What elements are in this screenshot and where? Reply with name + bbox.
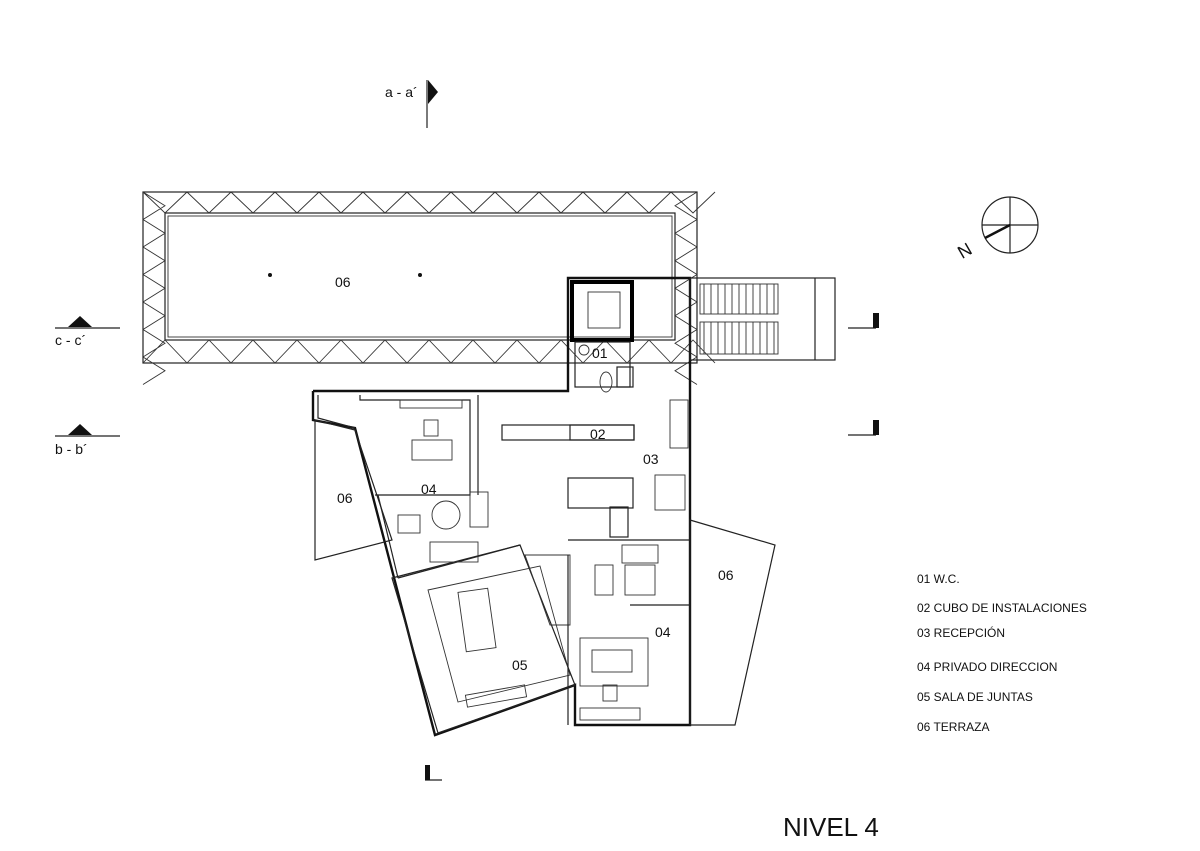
section-marker-aa: a - a´ bbox=[385, 80, 438, 128]
plan-title: NIVEL 4 bbox=[783, 812, 879, 842]
room-label-sala-juntas: 05 bbox=[512, 657, 528, 673]
legend-item: 01 W.C. bbox=[917, 572, 960, 586]
stair-right bbox=[689, 277, 836, 361]
legend-item: 04 PRIVADO DIRECCION bbox=[917, 660, 1057, 674]
section-marker-bb: b - b´ bbox=[55, 424, 120, 457]
north-arrow: N bbox=[954, 196, 1039, 263]
legend-item: 02 CUBO DE INSTALACIONES bbox=[917, 601, 1087, 615]
terrace-top bbox=[142, 191, 716, 385]
legend-item: 03 RECEPCIÓN bbox=[917, 625, 1005, 640]
building-walls bbox=[311, 276, 836, 737]
room-label-cubo: 02 bbox=[590, 426, 606, 442]
room-label-terrace-top: 06 bbox=[335, 274, 351, 290]
north-label: N bbox=[954, 239, 975, 263]
room-label-wc: 01 bbox=[592, 345, 608, 361]
room-label-terrace-right: 06 bbox=[718, 567, 734, 583]
room-label-terrace-left: 06 bbox=[337, 490, 353, 506]
section-label-bb: b - b´ bbox=[55, 441, 88, 457]
legend-item: 05 SALA DE JUNTAS bbox=[917, 690, 1033, 704]
room-label-recepcion: 03 bbox=[643, 451, 659, 467]
room-label-privado-right: 04 bbox=[655, 624, 671, 640]
legend: 01 W.C. 02 CUBO DE INSTALACIONES 03 RECE… bbox=[917, 572, 1087, 734]
section-marker-cc: c - c´ bbox=[55, 316, 120, 348]
section-marker-right bbox=[425, 313, 879, 781]
section-label-aa: a - a´ bbox=[385, 84, 418, 100]
room-label-privado-left: 04 bbox=[421, 481, 437, 497]
legend-item: 06 TERRAZA bbox=[917, 720, 989, 734]
room-labels: 06 01 02 03 04 06 05 04 06 bbox=[335, 274, 734, 673]
section-label-cc: c - c´ bbox=[55, 332, 86, 348]
furniture bbox=[397, 399, 689, 721]
